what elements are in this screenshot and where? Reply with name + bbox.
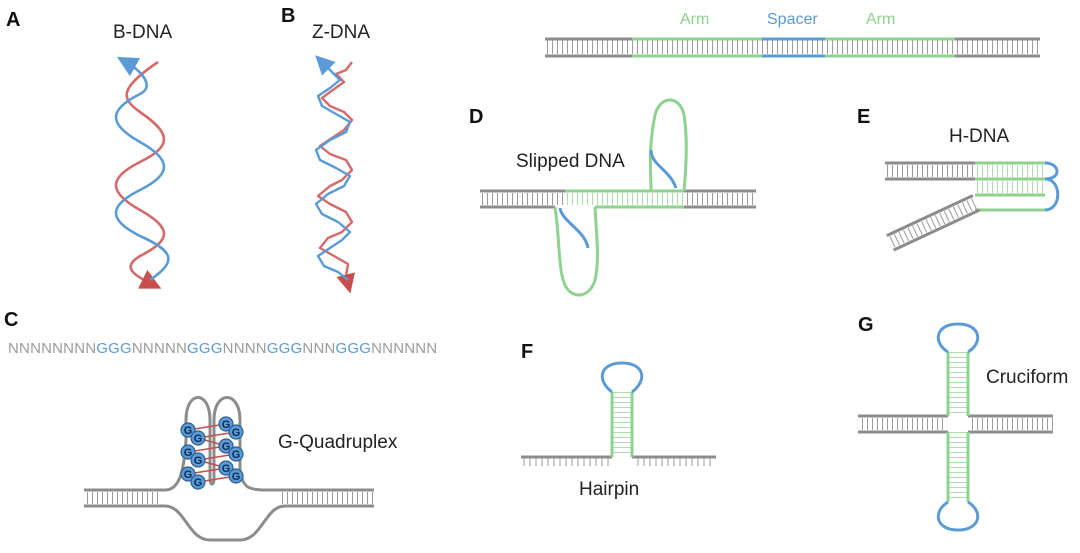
z-dna-title: Z-DNA [312, 22, 370, 43]
g-base-node: G [218, 460, 234, 476]
hairpin-loop [600, 361, 644, 394]
g-base-letter: G [222, 441, 231, 453]
cruciform-upper-stem-base-pairs [948, 352, 968, 416]
g-base-letter: G [232, 449, 241, 461]
hairpin-base-rungs [523, 458, 711, 466]
panel-d: D Slipped DNA [469, 98, 756, 297]
b-dna-title: B-DNA [113, 22, 172, 43]
g-base-letter: G [194, 477, 203, 489]
duplex-base-pairs [545, 40, 1040, 54]
cruciform-label: Cruciform [986, 367, 1068, 388]
panel-letter-c: C [4, 309, 18, 331]
slipped-lower-spacer [558, 207, 590, 249]
panel-c: C NNNNNNNNGGGNNNNNGGGNNNNGGGNNNGGGNNNNNN… [4, 309, 437, 542]
panel-letter-e: E [857, 106, 870, 128]
cruciform-lower-stem-base-pairs [948, 432, 968, 502]
panel-letter-g: G [858, 314, 874, 336]
panel-repeat-duplex: Arm Spacer Arm [545, 11, 1040, 58]
z-dna-strand-blue [314, 55, 352, 281]
ggg-run: GGG [96, 340, 132, 357]
g-base-node: G [190, 474, 206, 490]
quadruplex-bottom-strand [84, 504, 374, 542]
ggg-run: GGG [336, 340, 372, 357]
panel-letter-b: B [281, 5, 295, 27]
ggg-run: GGG [267, 340, 303, 357]
arm-right-label: Arm [866, 11, 895, 28]
g-base-letter: G [184, 425, 193, 437]
g-base-letter: G [184, 447, 193, 459]
g-base-node: G [180, 422, 196, 438]
g-base-node: G [190, 430, 206, 446]
panel-letter-d: D [469, 106, 483, 128]
n-run: NNNNNN [371, 340, 437, 357]
slipped-upper-loop [648, 98, 688, 192]
n-run: NNNNN [132, 340, 187, 357]
g-base-node: G [180, 466, 196, 482]
z-dna-strand-red [316, 61, 355, 294]
b-dna-strand-red [114, 60, 166, 289]
panel-b: B Z-DNA [281, 5, 370, 294]
g-base-node: G [190, 452, 206, 468]
g-base-node: G [228, 468, 244, 484]
n-run: NNNNNNNN [8, 340, 96, 357]
n-run: NNN [302, 340, 335, 357]
slipped-dna-label: Slipped DNA [516, 151, 625, 172]
panel-g: G Cruciform [858, 314, 1068, 532]
g-base-letter: G [184, 469, 193, 481]
panel-letter-f: F [521, 341, 533, 363]
slipped-upper-spacer [649, 149, 678, 189]
g-base-letter: G [194, 433, 203, 445]
g-base-node: G [218, 416, 234, 432]
slipped-lower-loop [553, 206, 599, 297]
h-dna-branch [886, 194, 981, 252]
g-base-node: G [218, 438, 234, 454]
panel-a: A B-DNA [6, 9, 172, 289]
g-base-node: G [228, 446, 244, 462]
b-dna-strand-blue [114, 56, 170, 282]
panel-e: E H-DNA [857, 106, 1060, 252]
g-rich-sequence: NNNNNNNNGGGNNNNNGGGNNNNGGGNNNGGGNNNNNN [8, 340, 437, 357]
g-base-letter: G [232, 471, 241, 483]
g-base-node: G [228, 424, 244, 440]
h-dna-label: H-DNA [949, 126, 1009, 147]
h-dna-loop-1 [1044, 161, 1059, 181]
spacer-label: Spacer [767, 11, 818, 28]
g-base-node: G [180, 444, 196, 460]
n-run: NNNN [223, 340, 267, 357]
cruciform-upper-loop [936, 322, 980, 354]
ggg-run: GGG [187, 340, 223, 357]
h-dna-loop-2 [1044, 177, 1060, 212]
hairpin-label: Hairpin [579, 479, 639, 500]
g-base-letter: G [232, 427, 241, 439]
hairpin-stem-base-pairs [612, 392, 632, 457]
g-base-letter: G [222, 419, 231, 431]
g-base-letter: G [222, 463, 231, 475]
arm-left-label: Arm [680, 11, 709, 28]
panel-f: F Hairpin [521, 341, 716, 500]
g-quadruplex-label: G-Quadruplex [278, 432, 398, 453]
g-base-letter: G [194, 455, 203, 467]
cruciform-lower-loop [936, 500, 980, 532]
panel-letter-a: A [6, 9, 20, 31]
